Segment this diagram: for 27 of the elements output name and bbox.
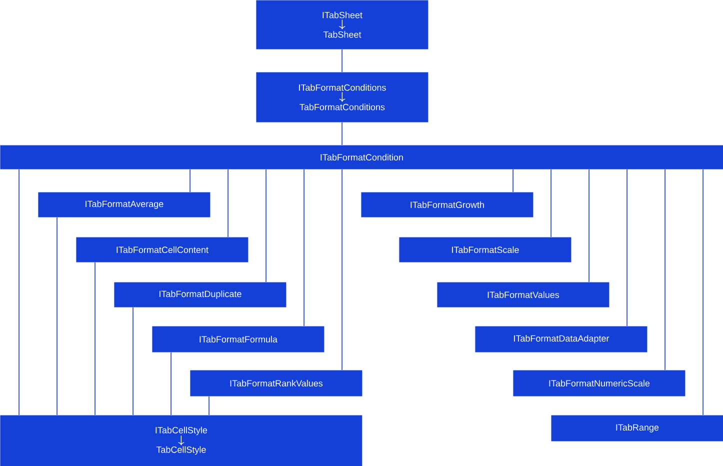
class-box: ITabFormatScale bbox=[399, 237, 572, 262]
connector-line bbox=[588, 169, 590, 282]
connector-line bbox=[550, 169, 552, 238]
connector-line bbox=[170, 352, 172, 416]
class-box: ITabFormatGrowth bbox=[361, 192, 534, 218]
class-box: ITabFormatValues bbox=[437, 282, 610, 308]
class-box: ITabCellStyle TabCellStyle bbox=[0, 415, 362, 466]
class-box: ITabFormatRankValues bbox=[190, 370, 362, 396]
connector-line bbox=[702, 169, 704, 416]
class-box: ITabRange bbox=[551, 415, 723, 442]
connector-line bbox=[664, 169, 666, 370]
class-box: ITabFormatDuplicate bbox=[114, 282, 286, 308]
class-box: ITabFormatConditions TabFormatConditions bbox=[256, 72, 428, 122]
connector-line bbox=[56, 217, 58, 416]
connector-line bbox=[18, 169, 20, 416]
class-box: ITabFormatNumericScale bbox=[513, 370, 686, 396]
class-box: ITabFormatAverage bbox=[38, 192, 210, 218]
class-box: ITabSheet TabSheet bbox=[256, 0, 428, 50]
connector-line bbox=[208, 396, 210, 416]
class-box: ITabFormatDataAdapter bbox=[475, 326, 648, 352]
connector-line bbox=[512, 169, 514, 192]
class-box: ITabFormatFormula bbox=[152, 326, 324, 352]
connector-line bbox=[94, 262, 96, 416]
connector-line bbox=[626, 169, 628, 326]
class-box: ITabFormatCondition bbox=[0, 145, 723, 170]
connector-line bbox=[132, 307, 134, 416]
class-box: ITabFormatCellContent bbox=[76, 237, 248, 262]
